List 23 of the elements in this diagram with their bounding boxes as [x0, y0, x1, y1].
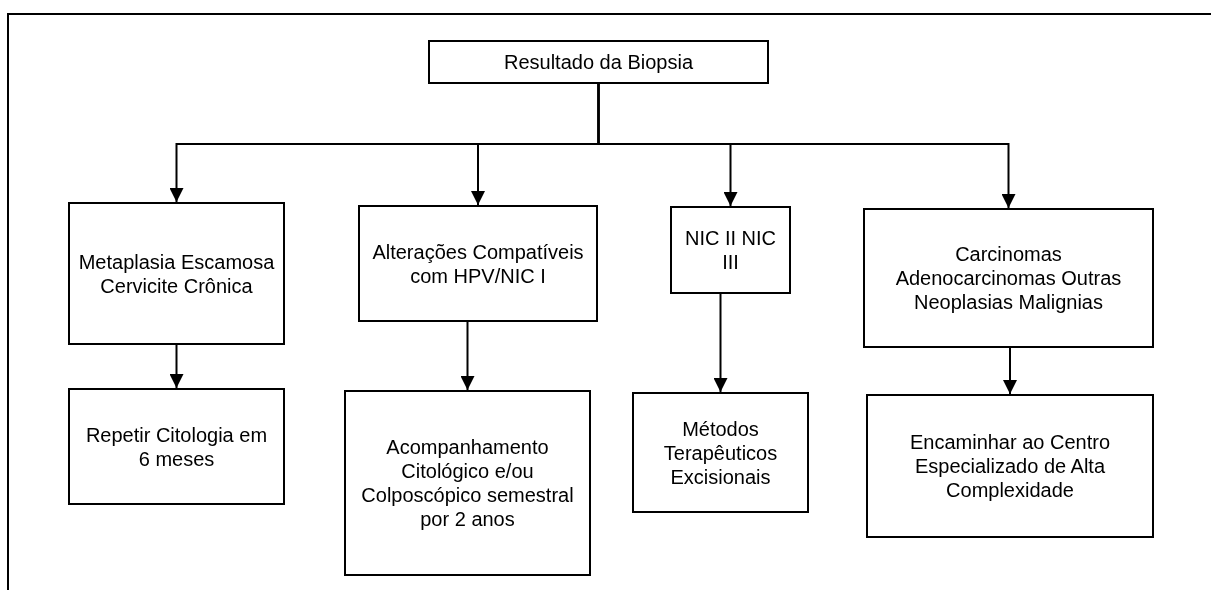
box-text: Acompanhamento Citológico e/ou Colposcópico semestral por 2 anos: [360, 435, 575, 531]
process-box: [68, 388, 285, 505]
arrow: [713, 293, 728, 393]
box-text: Encaminhar ao Centro Especializado de Alta Complexidade: [908, 430, 1112, 502]
process-box: [344, 390, 591, 576]
process-box: [428, 40, 769, 84]
box-text: Resultado da Biopsia: [504, 50, 693, 74]
process-box: [358, 205, 598, 322]
box-text: Carcinomas Adenocarcinomas Outras Neoplasias Malignias: [894, 242, 1123, 314]
process-box: [68, 202, 285, 345]
process-box: [863, 208, 1154, 348]
arrow: [597, 83, 1016, 209]
process-box: [632, 392, 809, 513]
arrow: [1003, 347, 1017, 395]
box-text: Metaplasia Escamosa Cervicite Crônica: [78, 249, 275, 298]
box-text: Métodos Terapêuticos Excisionais: [662, 416, 779, 489]
box-text: NIC II NIC III: [683, 226, 778, 274]
box-text: Alterações Compatíveis com HPV/NIC I: [371, 239, 585, 288]
arrow: [169, 344, 184, 389]
process-box: [670, 206, 791, 294]
process-box: [866, 394, 1154, 538]
arrow: [460, 321, 475, 391]
box-text: Repetir Citologia em 6 meses: [84, 422, 269, 471]
